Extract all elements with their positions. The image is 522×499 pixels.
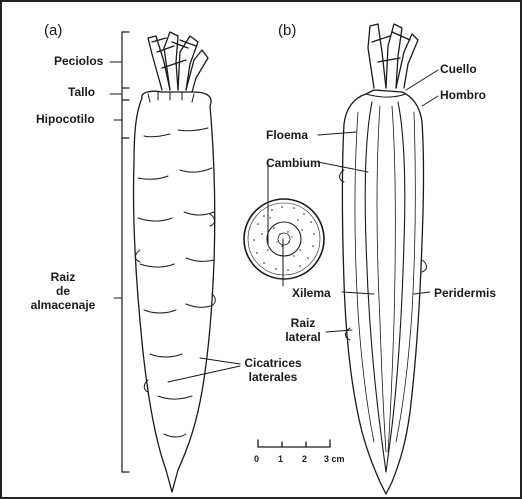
label-raiz-almacenaje-line-3: almacenaje (20, 298, 106, 312)
label-raiz-almacenaje-line-1: Raiz (20, 270, 106, 284)
label-tallo: Tallo (68, 85, 95, 99)
scale-tick-0: 0 (254, 452, 259, 466)
carrot-a-root (133, 91, 214, 492)
carrot-b-core (365, 102, 405, 472)
label-peridermis: Peridermis (434, 286, 496, 300)
bracket-a (110, 32, 129, 472)
carrot-a (133, 32, 215, 492)
panel-label-a: (a) (44, 24, 62, 38)
carrot-a-petioles (148, 32, 208, 92)
carrot-b-petioles (368, 24, 418, 88)
panel-label-b: (b) (278, 24, 296, 38)
label-cuello: Cuello (440, 62, 477, 76)
carrot-b (340, 24, 427, 494)
scale-tick-1: 1 (278, 452, 283, 466)
scale-bar (258, 440, 330, 447)
label-xilema: Xilema (292, 286, 331, 300)
scale-tick-3: 3 cm (324, 452, 345, 466)
label-cicatrices-line-1: Cicatrices (236, 356, 310, 370)
label-hombro: Hombro (440, 88, 486, 102)
label-raiz-almacenaje: Raiz de almacenaje (20, 270, 106, 312)
label-raiz-lateral-line-2: lateral (280, 330, 326, 344)
label-hipocotilo: Hipocotilo (36, 112, 95, 126)
label-raiz-lateral-line-1: Raiz (280, 316, 326, 330)
carrot-b-outline (343, 90, 424, 494)
label-cambium: Cambium (266, 156, 321, 170)
label-raiz-almacenaje-line-2: de (20, 284, 106, 298)
cross-section (244, 199, 324, 279)
label-cicatrices-line-2: laterales (236, 370, 310, 384)
scale-tick-2: 2 (302, 452, 307, 466)
label-cicatrices-laterales: Cicatrices laterales (236, 356, 310, 384)
label-floema: Floema (266, 128, 308, 142)
label-raiz-lateral: Raiz lateral (280, 316, 326, 344)
label-peciolos: Peciolos (54, 54, 103, 68)
